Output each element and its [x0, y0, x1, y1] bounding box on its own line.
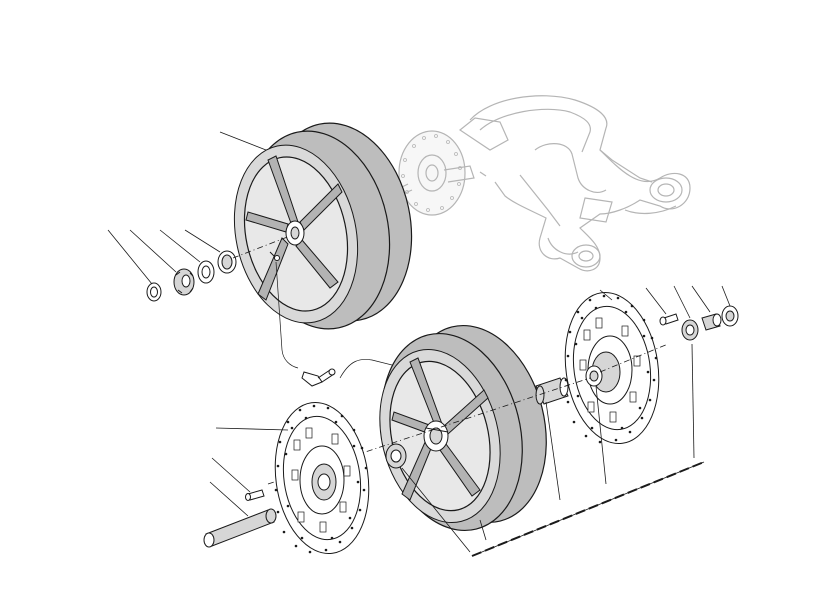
- front-brake-disc-right: [564, 291, 660, 445]
- front-wheel-axle: [203, 427, 289, 548]
- front-brake-disc-left: [274, 401, 370, 555]
- wheel-spacer: [535, 377, 569, 405]
- rear-axle-parts: [107, 131, 291, 302]
- right-axle-parts: [599, 285, 739, 341]
- bearing-left: [385, 443, 407, 469]
- right-axis-line: [599, 343, 669, 373]
- valve-stem-callout: [275, 261, 421, 387]
- reference-bracket: [401, 343, 705, 557]
- rear-wheel: [233, 122, 413, 330]
- front-wheel: [379, 324, 547, 532]
- swingarm-ghost: [458, 95, 691, 272]
